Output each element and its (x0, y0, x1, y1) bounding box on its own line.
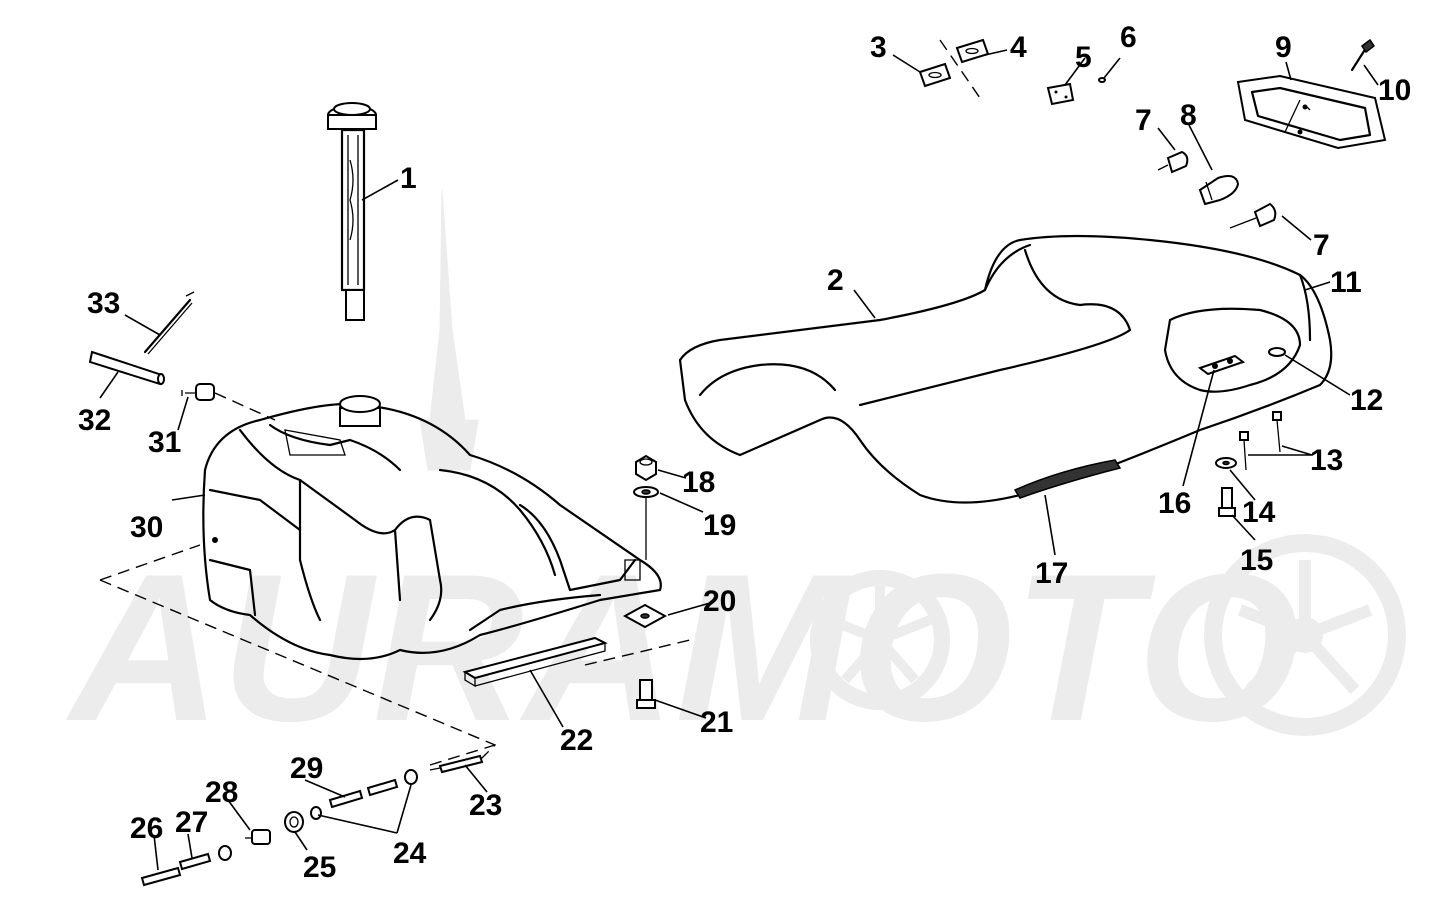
callout-19: 19 (703, 509, 736, 542)
part-bolt-15 (1218, 487, 1236, 517)
part-valve-31 (181, 383, 215, 401)
callout-29: 29 (290, 752, 323, 785)
part-seat (678, 234, 1333, 504)
callout-27: 27 (175, 806, 208, 839)
part-bulb-7a (1157, 150, 1189, 174)
callout-22: 22 (560, 724, 593, 757)
callout-33: 33 (87, 287, 120, 320)
callout-32: 32 (78, 404, 111, 437)
leader-lines (99, 49, 1379, 871)
part-screw-6 (1098, 77, 1106, 83)
part-fuel-tank (202, 395, 662, 661)
callout-7: 7 (1135, 104, 1152, 137)
callout-13: 13 (1310, 444, 1343, 477)
part-screw-10 (1350, 38, 1376, 72)
watermark-wheel (1204, 534, 1406, 736)
callout-5: 5 (1075, 41, 1092, 74)
part-washer-19 (633, 486, 659, 560)
callout-14: 14 (1242, 496, 1276, 529)
callout-9: 9 (1275, 31, 1292, 64)
part-grommet-25 (284, 811, 304, 833)
part-fitting-23 (429, 754, 484, 774)
part-hose-29 (328, 778, 399, 809)
callout-17: 17 (1035, 557, 1068, 590)
callout-2: 2 (827, 264, 844, 297)
callout-23: 23 (469, 789, 502, 822)
part-hose-26 (140, 866, 182, 887)
watermark-spire (429, 189, 466, 421)
callout-1: 1 (400, 162, 417, 195)
watermark-text: AURAMOTO (65, 530, 1300, 765)
callout-20: 20 (703, 585, 736, 618)
callout-18: 18 (682, 466, 715, 499)
part-gasket-4 (955, 38, 990, 64)
callout-3: 3 (870, 31, 887, 64)
part-bulb-8 (1198, 175, 1240, 206)
callout-4: 4 (1010, 31, 1027, 64)
callout-15: 15 (1240, 544, 1273, 577)
part-washer-14 (1215, 457, 1237, 469)
part-fuel-gauge (327, 102, 377, 321)
callout-30: 30 (130, 511, 163, 544)
callout-24: 24 (393, 837, 427, 870)
callout-8: 8 (1180, 99, 1197, 132)
callout-11: 11 (1330, 266, 1362, 299)
part-pad-20 (622, 603, 668, 629)
part-nut-18 (635, 454, 657, 482)
callouts: 1 2 3 4 5 6 7 7 8 9 10 11 12 13 14 15 16… (78, 21, 1411, 884)
part-strip-22 (462, 636, 608, 688)
callout-28: 28 (205, 776, 238, 809)
callout-12: 12 (1350, 384, 1383, 417)
callout-31: 31 (148, 426, 181, 459)
part-ring-24b (404, 769, 418, 785)
callout-6: 6 (1120, 21, 1137, 54)
callout-16: 16 (1158, 487, 1191, 520)
part-plate-5 (1046, 82, 1075, 106)
callout-10: 10 (1378, 74, 1411, 107)
part-taillight-9 (1236, 74, 1387, 150)
watermark: AURAMOTO (65, 189, 1406, 765)
callout-25: 25 (303, 851, 336, 884)
part-bulb-7b (1229, 202, 1277, 229)
part-hose-32 (88, 350, 165, 386)
part-gasket-3 (918, 62, 952, 88)
part-rivet-13 (1239, 411, 1282, 471)
assembly-lines (99, 39, 981, 766)
part-fitting-28a (218, 845, 232, 861)
callout-21: 21 (700, 706, 733, 739)
callout-7b: 7 (1313, 229, 1330, 262)
part-bolt-21 (636, 679, 656, 709)
part-hose-27 (178, 852, 212, 871)
part-ring-24a (310, 806, 322, 820)
part-clamp-33 (143, 291, 195, 355)
callout-26: 26 (130, 812, 163, 845)
part-fitting-28 (245, 829, 271, 845)
